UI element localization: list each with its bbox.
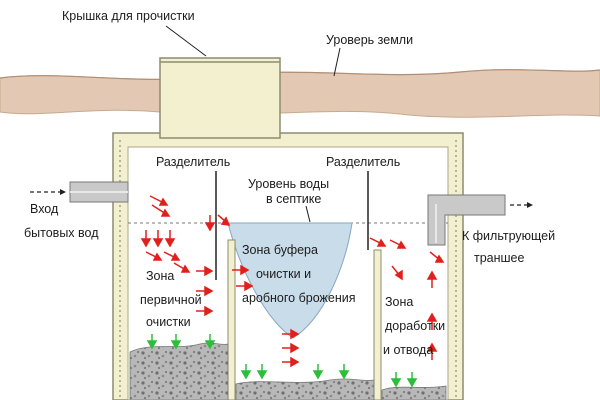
flow-arrow-icon: [217, 214, 231, 226]
flow-arrow-icon: [232, 264, 250, 276]
label-water-level-1: Уровень воды: [248, 177, 329, 191]
label-water-level-2: в септике: [266, 192, 321, 206]
leader-water-level: [305, 205, 311, 223]
flow-arrow-icon: [391, 265, 403, 281]
label-inlet-1: Вход: [30, 202, 59, 216]
flow-arrow-icon: [282, 328, 300, 340]
flow-arrow-icon: [173, 262, 191, 273]
flow-arrow-icon: [149, 195, 169, 206]
flow-arrow-icon: [369, 237, 387, 247]
sediment-final: [381, 385, 447, 400]
settle-arrow-icon: [312, 364, 324, 380]
flow-arrow-icon: [145, 251, 163, 261]
baffle-left: [227, 239, 236, 400]
flow-arrow-icon: [426, 342, 438, 360]
leader-cleanout: [165, 25, 207, 57]
flow-arrow-icon: [196, 285, 214, 297]
label-zone-final-3: и отвода: [383, 343, 433, 357]
settle-arrow-icon: [204, 334, 216, 350]
flow-arrow-icon: [429, 251, 445, 263]
settling-arrows: [146, 334, 418, 388]
flow-arrow-icon: [151, 204, 171, 217]
label-zone-buffer-1: Зона буфера: [242, 243, 318, 257]
baffle-right: [373, 249, 382, 400]
label-outlet-1: К фильтрующей: [462, 229, 555, 243]
flow-arrow-icon: [204, 215, 216, 232]
settle-arrow-icon: [406, 372, 418, 388]
settle-arrow-icon: [390, 372, 402, 388]
inlet-arrow-icon: [60, 189, 66, 195]
sediment-primary: [129, 342, 229, 400]
cleanout-cover: [159, 57, 281, 139]
settle-arrow-icon: [170, 334, 182, 350]
flow-arrow-icon: [196, 265, 214, 277]
settle-arrow-icon: [256, 364, 268, 380]
label-outlet-2: траншее: [474, 251, 525, 265]
label-zone-final-2: доработки: [385, 319, 445, 333]
label-divider-left: Разделитель: [156, 155, 230, 169]
label-divider-right: Разделитель: [326, 155, 400, 169]
label-cleanout-cover: Крышка для прочистки: [62, 9, 195, 23]
flow-arrows: [140, 195, 445, 368]
leader-ground: [333, 47, 341, 77]
label-inlet-2: бытовых вод: [24, 226, 99, 240]
settle-arrow-icon: [338, 364, 350, 380]
flow-arrow-icon: [196, 305, 214, 317]
flow-arrow-icon: [140, 230, 152, 248]
flow-arrow-icon: [152, 230, 164, 248]
label-zone-final-1: Зона: [385, 295, 413, 309]
flow-arrow-icon: [164, 230, 176, 248]
label-zone-primary-1: Зона: [146, 269, 174, 283]
flow-arrow-icon: [282, 342, 300, 354]
flow-arrow-icon: [236, 280, 254, 292]
flow-arrow-icon: [389, 239, 407, 249]
settle-arrow-icon: [240, 364, 252, 380]
ground-level-line: [0, 69, 600, 81]
flow-arrow-icon: [163, 251, 181, 261]
sediment-buffer: [235, 378, 375, 400]
outlet-arrow-icon: [527, 202, 533, 208]
label-zone-primary-2: первичной: [140, 293, 202, 307]
flow-arrow-icon: [282, 356, 300, 368]
label-zone-primary-3: очистки: [146, 315, 191, 329]
label-zone-buffer-2: очистки и: [256, 267, 311, 281]
settle-arrow-icon: [146, 334, 158, 350]
label-zone-buffer-3: аробного брожения: [242, 291, 355, 305]
label-ground-level: Уроверь земли: [326, 33, 413, 47]
flow-arrow-icon: [426, 270, 438, 288]
flow-arrow-icon: [426, 312, 438, 330]
outlet-pipe: [427, 194, 506, 246]
